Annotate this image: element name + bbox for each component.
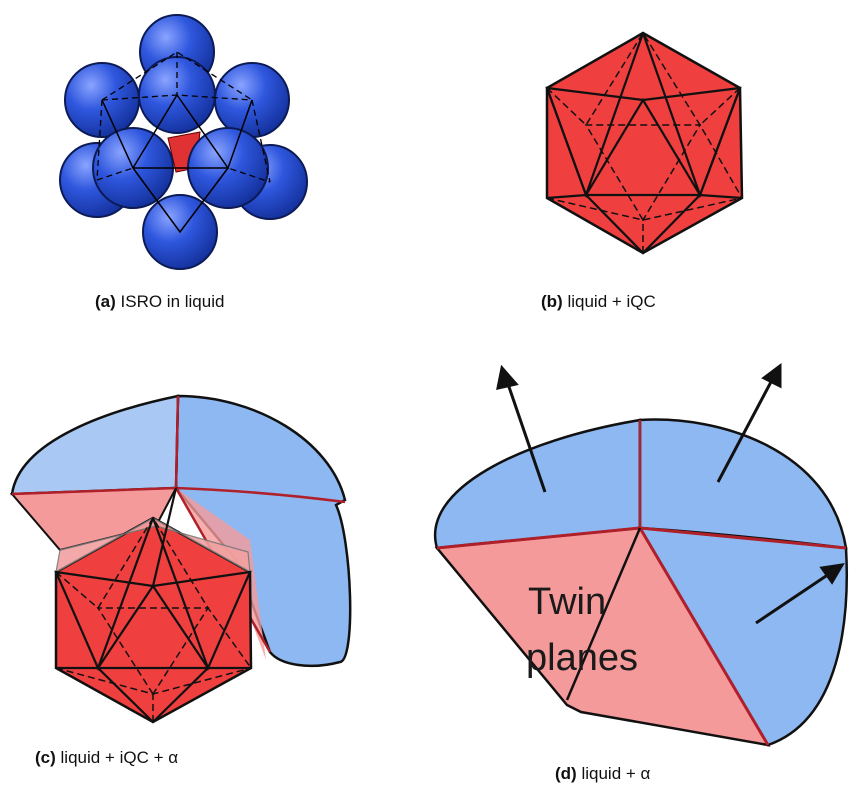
- growth-arrows: [496, 363, 845, 625]
- caption-d: (d) liquid + α: [555, 764, 651, 783]
- isro-cluster: [59, 14, 308, 270]
- grain-c: [9, 394, 352, 668]
- icosahedron-c: [54, 487, 253, 724]
- arrow: [755, 570, 833, 625]
- arrow: [506, 383, 547, 493]
- arrow: [716, 379, 774, 483]
- grain-d: [433, 418, 848, 747]
- twin-planes-label-line1: Twin: [528, 581, 606, 623]
- caption-c: (c) liquid + iQC + α: [35, 748, 179, 767]
- caption-a: (a) ISRO in liquid: [95, 292, 225, 311]
- icosahedron-b: [545, 31, 744, 255]
- twin-planes-label-line2: planes: [526, 637, 638, 679]
- caption-b: (b) liquid + iQC: [541, 292, 656, 311]
